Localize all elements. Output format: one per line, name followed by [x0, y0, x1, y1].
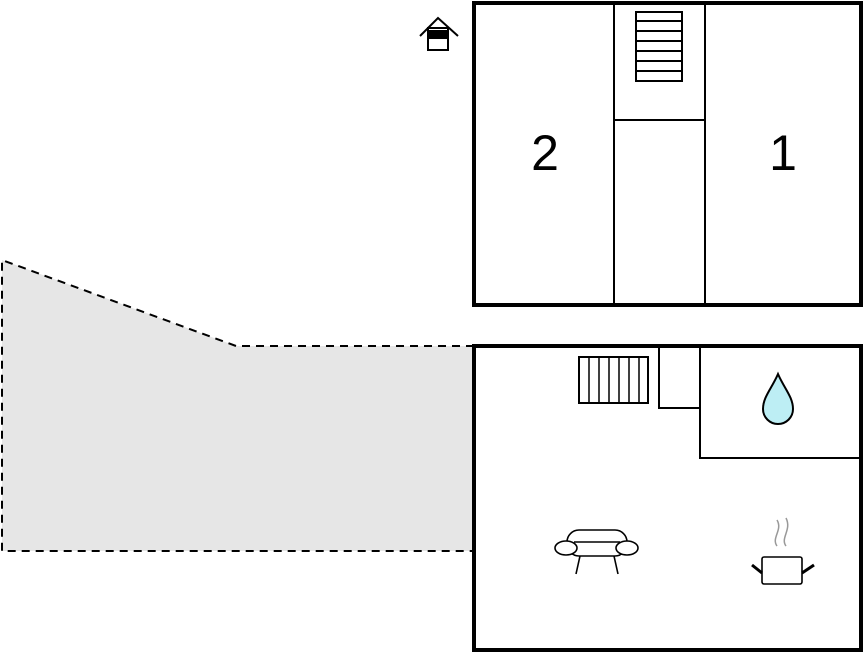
cooking-pot-icon [751, 517, 815, 585]
sofa-icon [554, 529, 639, 575]
house-entrance-icon [419, 16, 459, 51]
upper-floor-outline [472, 1, 863, 307]
upper-floor: 2 1 [472, 1, 863, 307]
terrace-outline [1, 258, 474, 552]
room-label-2: 2 [531, 125, 559, 181]
room-label-1: 1 [769, 125, 797, 181]
lower-floor [472, 344, 863, 652]
lower-stair-block [658, 348, 700, 409]
bathroom-walls [699, 348, 859, 459]
water-drop-icon [761, 371, 795, 425]
stairs-icon [635, 11, 683, 82]
terrace-area [2, 260, 474, 551]
radiator-icon [578, 356, 649, 404]
lower-floor-outline [472, 344, 863, 652]
